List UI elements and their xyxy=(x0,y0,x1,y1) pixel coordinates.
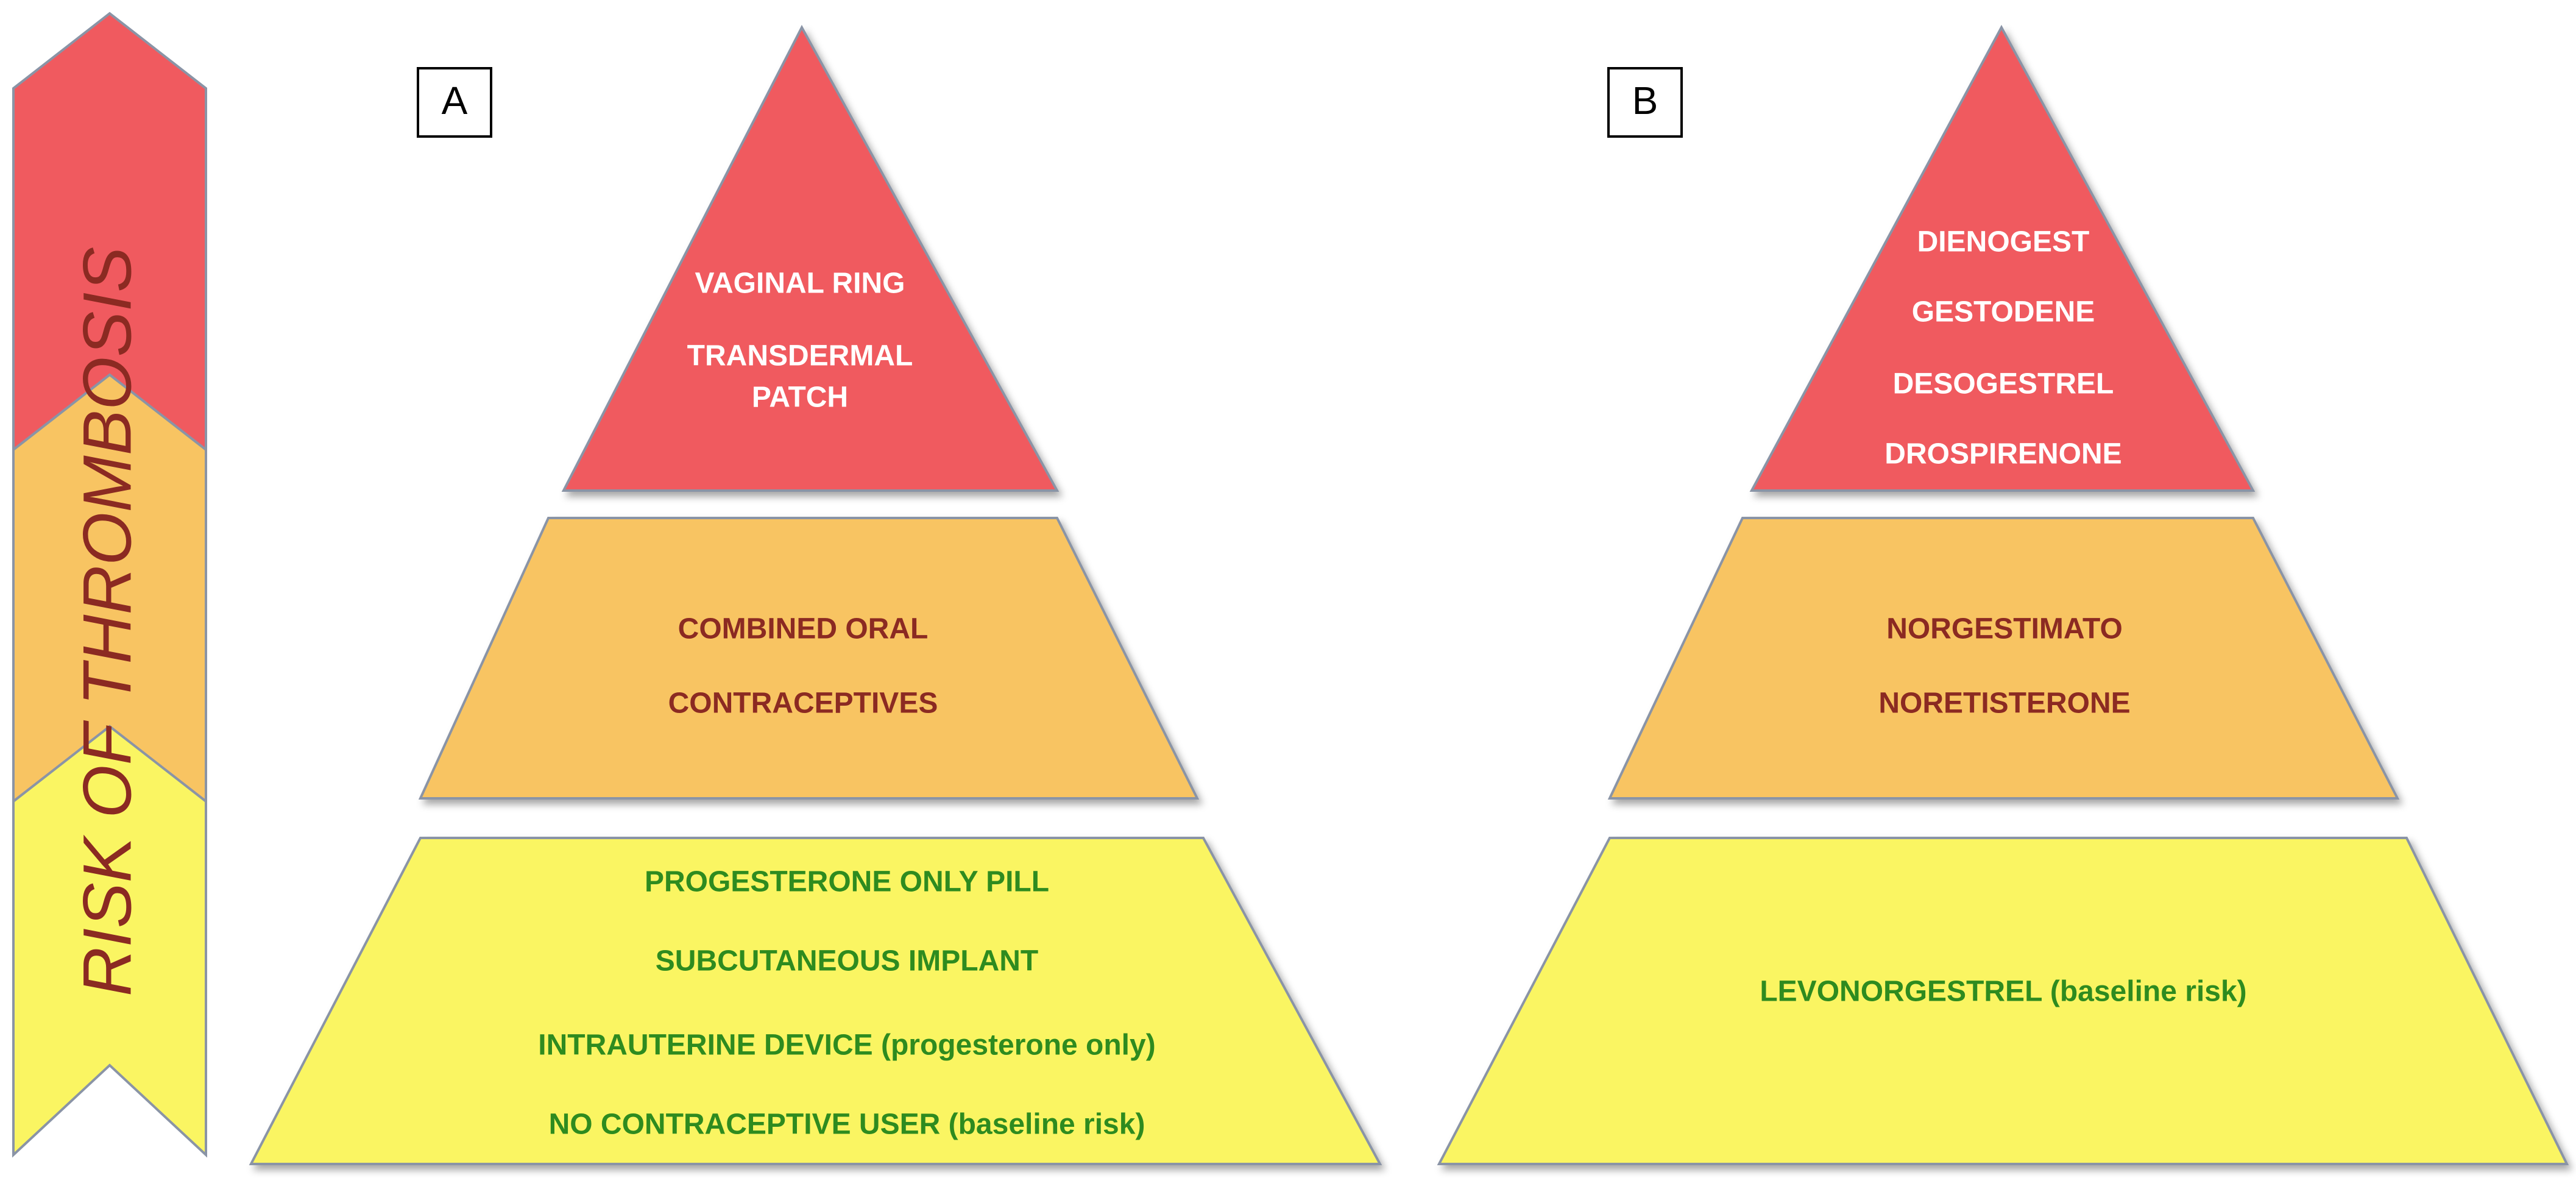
panel-b: B DIENOGEST GESTODENE DESOGESTREL DROSPI… xyxy=(1437,24,2569,1165)
panel-b-medium-line-2: NORETISTERONE xyxy=(1878,687,2130,720)
panel-a-tier-low xyxy=(249,837,1382,1165)
panel-b-letter: B xyxy=(1632,79,1658,122)
panel-a-letter: A xyxy=(442,79,468,122)
panel-a-tier-medium xyxy=(418,517,1200,800)
panel-b-high-line-3: DESOGESTREL xyxy=(1893,368,2114,400)
panel-a-low-line-2: SUBCUTANEOUS IMPLANT xyxy=(656,945,1038,978)
panel-a-high-line-2: TRANSDERMAL xyxy=(687,340,913,372)
risk-arrow: RISK OF THROMBOSIS xyxy=(12,12,207,1158)
risk-arrow-label: RISK OF THROMBOSIS xyxy=(69,247,146,996)
panel-b-tier-medium xyxy=(1607,517,2400,800)
arrow-segment-low xyxy=(12,725,207,1158)
panel-b-high-line-1: DIENOGEST xyxy=(1917,226,2090,258)
panel-b-high-line-2: GESTODENE xyxy=(1912,296,2095,328)
panel-b-tier-high xyxy=(1749,24,2256,492)
panel-a: A VAGINAL RING TRANSDERMAL PATCH COMBINE… xyxy=(249,24,1382,1165)
panel-a-high-line-1: VAGINAL RING xyxy=(695,268,905,300)
panel-b-high-line-4: DROSPIRENONE xyxy=(1884,438,2121,470)
panel-b-medium-line-1: NORGESTIMATO xyxy=(1886,613,2123,645)
panel-a-low-line-4: NO CONTRACEPTIVE USER (baseline risk) xyxy=(549,1109,1145,1141)
panel-a-medium-line-1: COMBINED ORAL xyxy=(678,613,929,645)
panel-b-tier-low xyxy=(1437,837,2569,1165)
panel-b-letter-box xyxy=(1607,67,1683,138)
panel-b-low-line-1: LEVONORGESTREL (baseline risk) xyxy=(1760,976,2246,1008)
panel-a-tier-high xyxy=(561,24,1060,492)
panel-a-low-line-1: PROGESTERONE ONLY PILL xyxy=(645,866,1049,898)
panel-a-high-line-3: PATCH xyxy=(752,381,848,414)
panel-a-low-line-3: INTRAUTERINE DEVICE (progesterone only) xyxy=(538,1029,1155,1062)
panel-a-letter-box xyxy=(417,67,492,138)
panel-a-medium-line-2: CONTRACEPTIVES xyxy=(668,687,938,720)
